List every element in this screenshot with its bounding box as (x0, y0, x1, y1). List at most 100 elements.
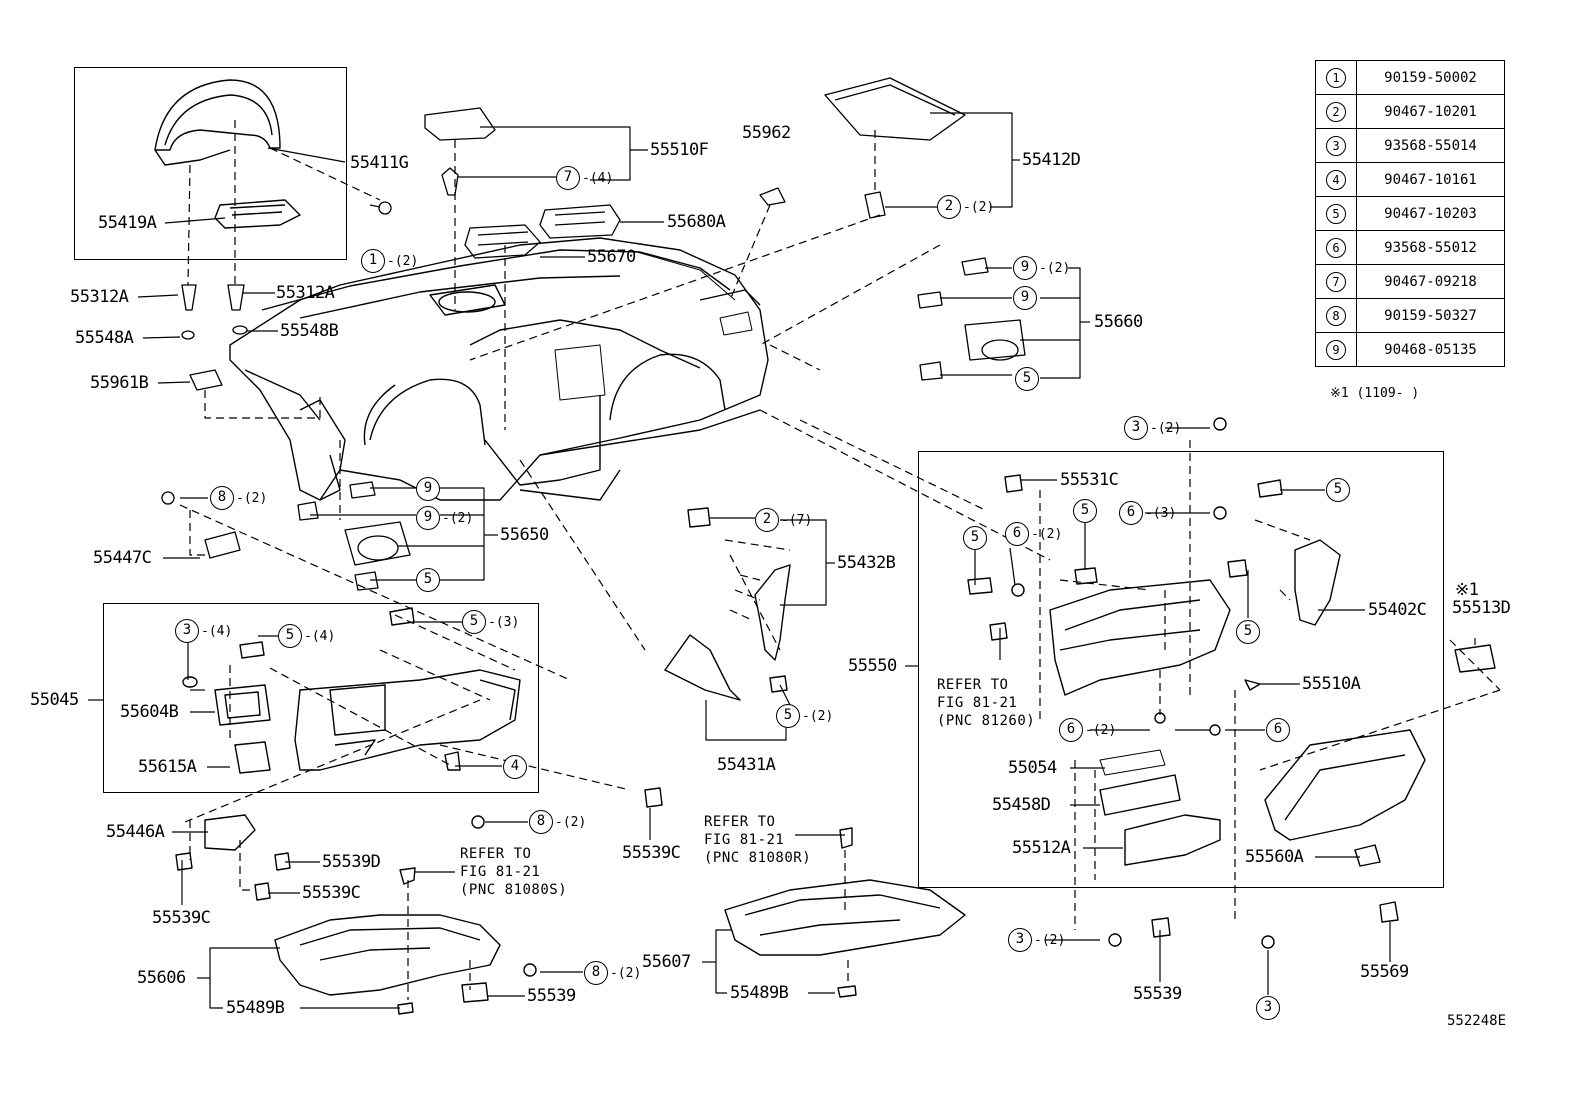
part-label-55510A[interactable]: 55510A (1302, 674, 1361, 694)
part-label-55045[interactable]: 55045 (30, 690, 79, 710)
part-label-55539C-c[interactable]: 55539C (622, 843, 681, 863)
part-label-55431A[interactable]: 55431A (717, 755, 776, 775)
callout-circle-5[interactable]: 5 (1236, 620, 1260, 644)
callout-circle-9[interactable]: 9 (1013, 286, 1037, 310)
part-label-55458D[interactable]: 55458D (992, 795, 1051, 815)
part-label-55312A-right[interactable]: 55312A (276, 283, 335, 303)
refer-note-81080S[interactable]: REFER TO FIG 81-21 (PNC 81080S) (460, 845, 567, 900)
part-label-55489B-a[interactable]: 55489B (226, 998, 285, 1018)
callout-circle-8[interactable]: 8 (529, 810, 553, 834)
part-label-55446A[interactable]: 55446A (106, 822, 165, 842)
part-label-55548B[interactable]: 55548B (280, 321, 339, 341)
part-label-55539D[interactable]: 55539D (322, 852, 381, 872)
callout-circle-6[interactable]: 6 (1005, 522, 1029, 546)
callout-qty: -(4) (304, 629, 336, 644)
callout-circle-5[interactable]: 5 (278, 624, 302, 648)
part-label-55670[interactable]: 55670 (587, 247, 636, 267)
refer-note-81260[interactable]: REFER TO FIG 81-21 (PNC 81260) (937, 676, 1035, 731)
part-label-55411G[interactable]: 55411G (350, 153, 409, 173)
callout-qty: -(4) (582, 171, 614, 186)
part-label-55606[interactable]: 55606 (137, 968, 186, 988)
part-label-55539C-a[interactable]: 55539C (302, 883, 361, 903)
part-label-55680A[interactable]: 55680A (667, 212, 726, 232)
part-label-55412D[interactable]: 55412D (1022, 150, 1081, 170)
callout-circle-3[interactable]: 3 (175, 619, 199, 643)
part-label-55548A[interactable]: 55548A (75, 328, 134, 348)
part-label-55660[interactable]: 55660 (1094, 312, 1143, 332)
callout-circle-2[interactable]: 2 (755, 508, 779, 532)
callout-qty: -(2) (1085, 723, 1117, 738)
callout-circle-8[interactable]: 8 (210, 486, 234, 510)
callout-qty: -(3) (488, 615, 520, 630)
callout-circle-3[interactable]: 3 (1124, 416, 1148, 440)
part-label-55054[interactable]: 55054 (1008, 758, 1057, 778)
callout-circle-9[interactable]: 9 (416, 506, 440, 530)
drawing-number: 552248E (1447, 1013, 1507, 1029)
part-label-55513D[interactable]: 55513D (1452, 598, 1511, 618)
part-label-55419A[interactable]: 55419A (98, 213, 157, 233)
legend-key-cell: 8 (1315, 298, 1357, 333)
callout-qty: -(2) (555, 815, 587, 830)
part-label-55447C[interactable]: 55447C (93, 548, 152, 568)
legend-part-number: 90159-50327 (1356, 298, 1505, 333)
part-label-55539-b[interactable]: 55539 (1133, 984, 1182, 1004)
callout-circle-9[interactable]: 9 (416, 477, 440, 501)
part-label-55607[interactable]: 55607 (642, 952, 691, 972)
part-label-55962[interactable]: 55962 (742, 123, 791, 143)
part-label-55539-a[interactable]: 55539 (527, 986, 576, 1006)
part-label-55615A[interactable]: 55615A (138, 757, 197, 777)
legend-part-number: 93568-55014 (1356, 128, 1505, 163)
part-label-55531C[interactable]: 55531C (1060, 470, 1119, 490)
part-label-55402C[interactable]: 55402C (1368, 600, 1427, 620)
callout-qty: -(2) (1034, 933, 1066, 948)
callout-circle-5[interactable]: 5 (1326, 478, 1350, 502)
part-label-55510F[interactable]: 55510F (650, 140, 709, 160)
callout-qty: -(7) (781, 513, 813, 528)
callout-circle-4[interactable]: 4 (503, 755, 527, 779)
callout-circle-9[interactable]: 9 (1013, 256, 1037, 280)
part-label-55539C-b[interactable]: 55539C (152, 908, 211, 928)
callout-circle-6[interactable]: 6 (1059, 718, 1083, 742)
callout-circle-6[interactable]: 6 (1119, 501, 1143, 525)
callout-circle-5[interactable]: 5 (1073, 499, 1097, 523)
callout-circle-1[interactable]: 1 (361, 249, 385, 273)
callout-circle-5[interactable]: 5 (416, 568, 440, 592)
callout-circle-2[interactable]: 2 (937, 195, 961, 219)
callout-circle-5[interactable]: 5 (963, 526, 987, 550)
callout-circle-5[interactable]: 5 (776, 704, 800, 728)
legend-key-cell: 4 (1315, 162, 1357, 197)
part-label-55961B[interactable]: 55961B (90, 373, 149, 393)
under-cover-drawing (175, 787, 966, 1015)
part-label-55604B[interactable]: 55604B (120, 702, 179, 722)
callout-circle-5[interactable]: 5 (462, 610, 486, 634)
part-label-55569[interactable]: 55569 (1360, 962, 1409, 982)
callout-circle-3[interactable]: 3 (1256, 996, 1280, 1020)
callout-circle-7[interactable]: 7 (556, 166, 580, 190)
refer-line-2: FIG 81-21 (937, 695, 1018, 712)
callout-qty: -(2) (236, 491, 268, 506)
part-label-55312A-left[interactable]: 55312A (70, 287, 129, 307)
part-label-55550[interactable]: 55550 (848, 656, 897, 676)
callout-circle-3[interactable]: 3 (1008, 928, 1032, 952)
callout-circle-6[interactable]: 6 (1266, 718, 1290, 742)
console-side-drawing (664, 507, 791, 701)
refer-note-81080R[interactable]: REFER TO FIG 81-21 (PNC 81080R) (704, 813, 811, 868)
callout-qty: -(4) (201, 624, 233, 639)
callout-circle-8[interactable]: 8 (584, 961, 608, 985)
part-label-55650[interactable]: 55650 (500, 525, 549, 545)
part-label-55512A[interactable]: 55512A (1012, 838, 1071, 858)
callout-circle-5[interactable]: 5 (1015, 367, 1039, 391)
part-label-55560A[interactable]: 55560A (1245, 847, 1304, 867)
part-label-55432B[interactable]: 55432B (837, 553, 896, 573)
part-label-55489B-b[interactable]: 55489B (730, 983, 789, 1003)
